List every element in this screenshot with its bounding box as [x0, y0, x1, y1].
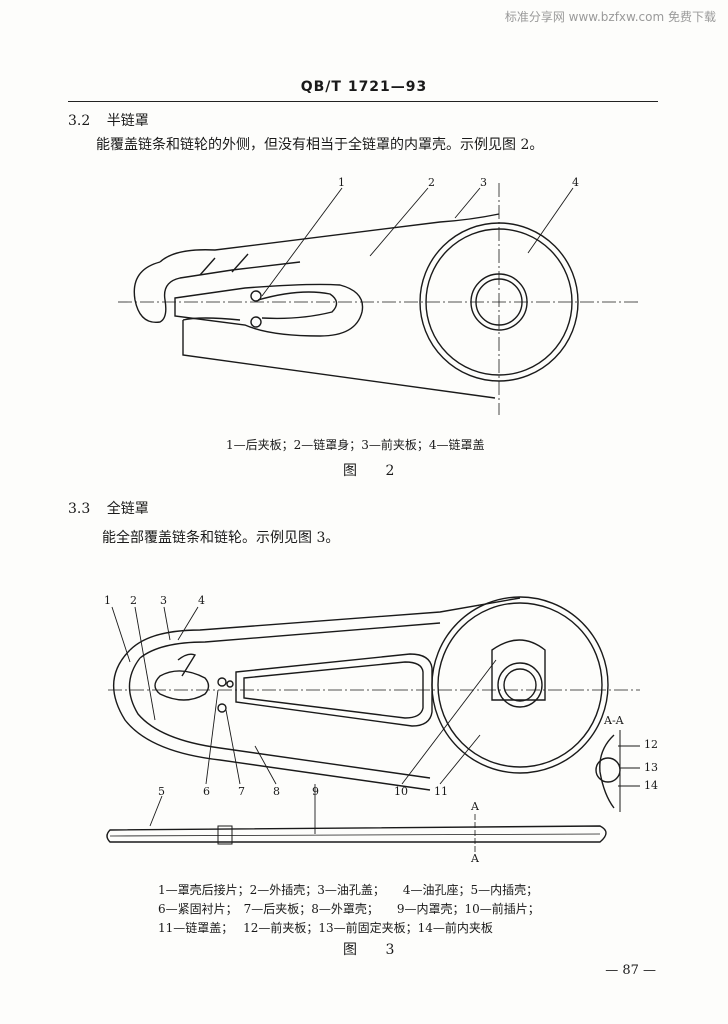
figure-3-callout-6: 6	[203, 785, 210, 798]
section-mark-top: A	[470, 800, 480, 813]
page-number: — 87 —	[605, 963, 656, 978]
figure-3-callout-7: 7	[238, 785, 245, 798]
figure-3-callout-10: 10	[394, 785, 408, 798]
legend-line: 1—罩壳后接片；2—外插壳；3—油孔盖； 4—油孔座；5—内插壳；	[158, 883, 539, 897]
watermark: 标准分享网 www.bzfxw.com 免费下载	[504, 10, 716, 24]
figure-3-caption: 图 3	[343, 942, 407, 958]
figure-2-callout-4: 4	[572, 176, 579, 189]
section-title: 全链罩	[106, 501, 149, 517]
figure-3-callout-1: 1	[104, 594, 111, 607]
section-label-a-a: A-A	[603, 714, 625, 727]
figure-3-callout-8: 8	[273, 785, 280, 798]
figure-2-caption: 图 2	[343, 463, 407, 479]
section-3-3-text: 能全部覆盖链条和链轮。示例见图 3。	[102, 530, 340, 546]
figure-3-callout-4: 4	[198, 594, 205, 607]
figure-2-legend: 1—后夹板；2—链罩身；3—前夹板；4—链罩盖	[226, 438, 485, 452]
figure-3-legend: 1—罩壳后接片；2—外插壳；3—油孔盖； 4—油孔座；5—内插壳； 6—紧固衬片…	[158, 881, 540, 938]
section-3-2-text: 能覆盖链条和链轮的外侧，但没有相当于全链罩的内罩壳。示例见图 2。	[96, 137, 544, 153]
figure-3-callout-14: 14	[644, 779, 658, 792]
legend-line: 11—链罩盖； 12—前夹板；13—前固定夹板；14—前内夹板	[158, 921, 493, 935]
section-number: 3.2	[68, 113, 91, 129]
section-number: 3.3	[68, 501, 91, 517]
header-rule	[68, 101, 658, 102]
figure-2-callout-1: 1	[338, 176, 345, 189]
figure-3-callout-12: 12	[644, 738, 658, 751]
figure-3-callout-5: 5	[158, 785, 165, 798]
figure-3-callout-9: 9	[312, 785, 319, 798]
figure-3-callout-3: 3	[160, 594, 167, 607]
figure-3-callout-11: 11	[434, 785, 448, 798]
figure-3-callout-2: 2	[130, 594, 137, 607]
figure-2-callout-2: 2	[428, 176, 435, 189]
section-mark-bottom: A	[470, 852, 480, 865]
section-title: 半链罩	[106, 113, 149, 129]
legend-line: 6—紧固衬片； 7—后夹板；8—外罩壳； 9—内罩壳；10—前插片；	[158, 902, 540, 916]
section-3-2-heading: 3.2 半链罩	[68, 110, 149, 130]
figure-3-callout-13: 13	[644, 761, 658, 774]
section-3-3-heading: 3.3 全链罩	[68, 498, 149, 518]
standard-number-header: QB/T 1721—93	[300, 79, 428, 95]
figure-2-callout-3: 3	[480, 176, 487, 189]
